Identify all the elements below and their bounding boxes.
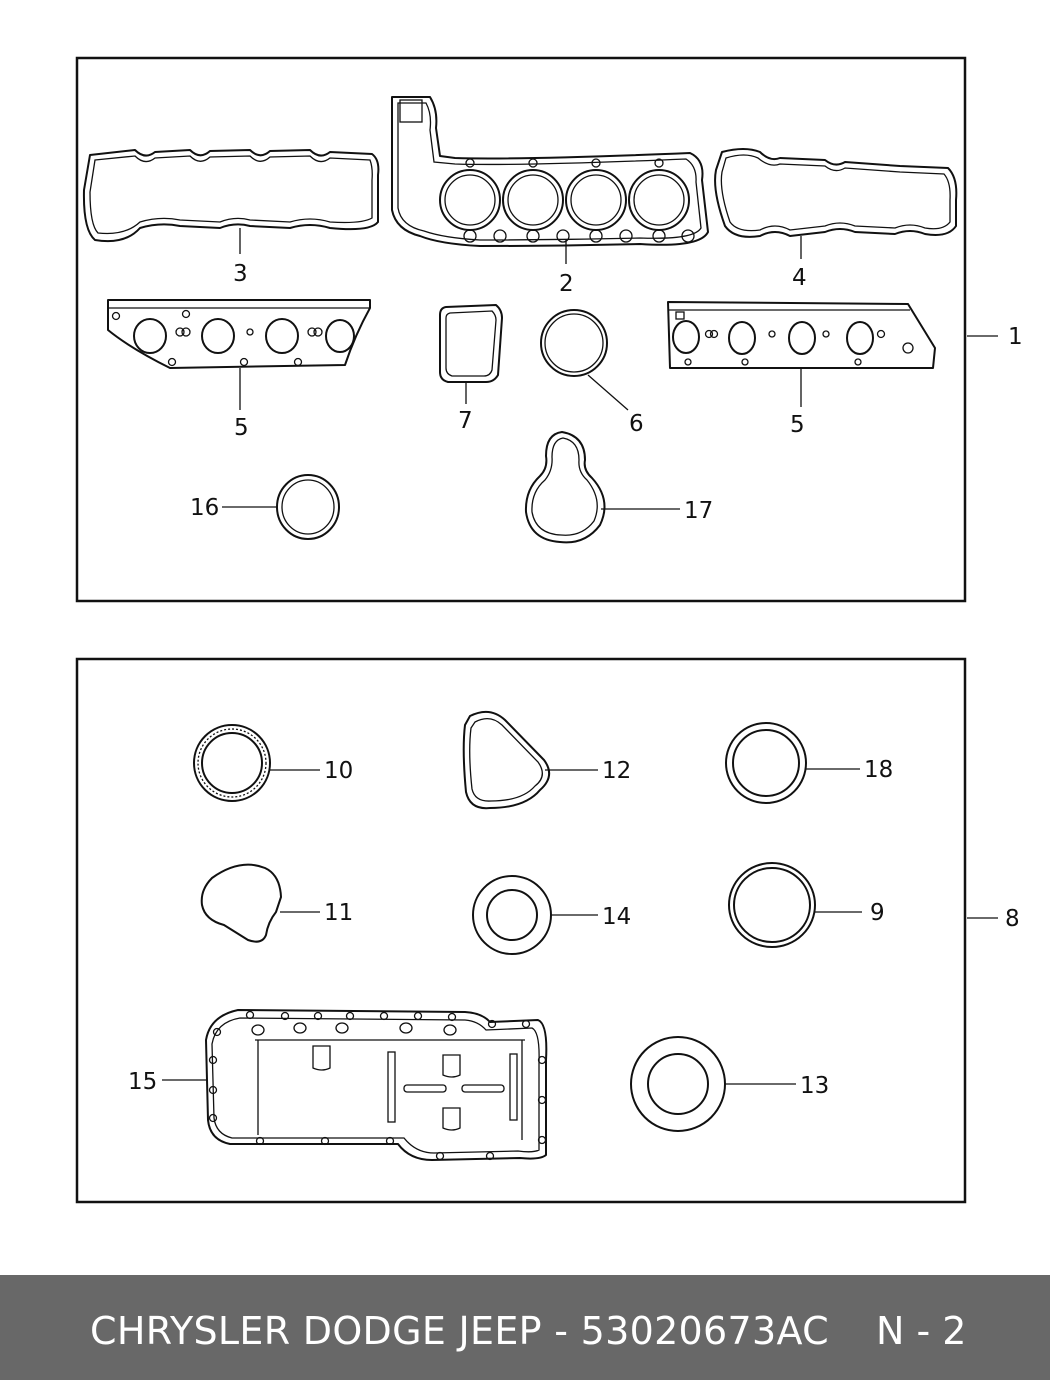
- upper-panel-frame: [75, 56, 967, 603]
- crank-seal-14: [472, 875, 552, 955]
- round-seal-6: [540, 309, 608, 377]
- oil-pan-gasket-15: [205, 1009, 548, 1161]
- callout-16: 16: [190, 495, 219, 521]
- callout-14: 14: [602, 904, 631, 930]
- callout-2: 2: [559, 271, 574, 297]
- rear-main-seal-10: [193, 724, 271, 802]
- callout-7: 7: [458, 408, 473, 434]
- lower-panel-frame: [75, 657, 967, 1204]
- o-ring-9: [728, 862, 816, 948]
- callout-12: 12: [602, 758, 631, 784]
- callout-18: 18: [864, 757, 893, 783]
- callout-6: 6: [629, 411, 644, 437]
- callout-5-left: 5: [234, 415, 249, 441]
- seal-ring-18: [725, 722, 807, 804]
- triangular-gasket-12: [462, 710, 551, 810]
- cylinder-head-gasket: [391, 96, 709, 247]
- cover-gasket-11: [200, 863, 282, 943]
- callout-1: 1: [1008, 324, 1023, 350]
- callout-13: 13: [800, 1073, 829, 1099]
- footer-page-number: N - 2: [876, 1309, 967, 1353]
- exhaust-manifold-gasket-left: [107, 299, 371, 369]
- callout-4: 4: [792, 265, 807, 291]
- gasket-kit-diagram: 1 2 3 4 5 5 6 7 16 17 8 9 10 11 12 13 14…: [75, 56, 1023, 1204]
- valve-cover-gasket-right: [714, 148, 958, 238]
- exhaust-manifold-gasket-right: [667, 301, 936, 369]
- callout-3: 3: [233, 261, 248, 287]
- throttle-body-gasket: [439, 304, 503, 383]
- keyhole-gasket-17: [524, 431, 606, 544]
- leader-6: [587, 374, 629, 411]
- seal-13: [630, 1036, 726, 1132]
- callout-17: 17: [684, 498, 713, 524]
- callout-8: 8: [1005, 906, 1020, 932]
- callout-11: 11: [324, 900, 353, 926]
- footer-bar: [0, 1275, 1050, 1380]
- callout-10: 10: [324, 758, 353, 784]
- callout-15: 15: [128, 1069, 157, 1095]
- valve-cover-gasket-left: [82, 149, 380, 243]
- o-ring-16: [276, 474, 340, 540]
- callout-5-right: 5: [790, 412, 805, 438]
- footer-title: CHRYSLER DODGE JEEP - 53020673AC: [90, 1309, 829, 1353]
- callout-9: 9: [870, 900, 885, 926]
